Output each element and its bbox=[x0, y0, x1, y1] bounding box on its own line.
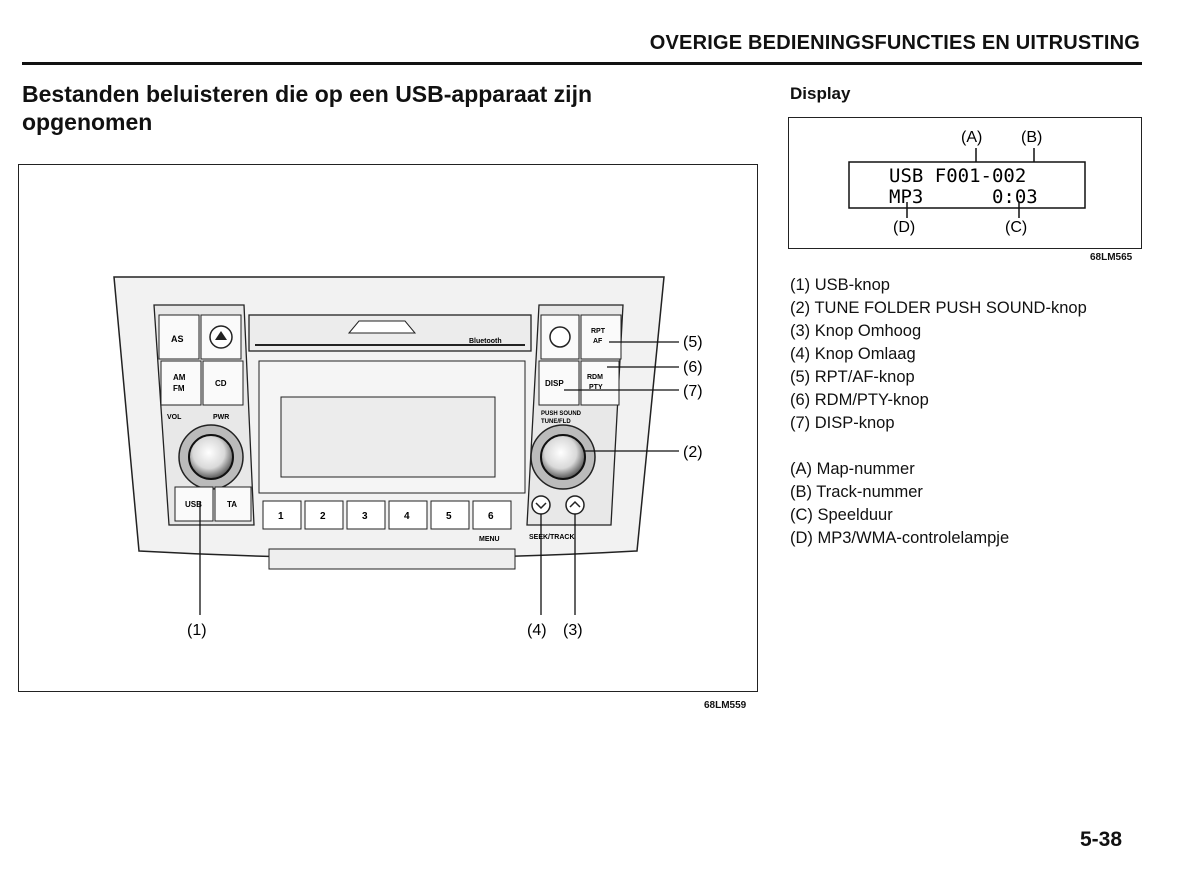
callout-6: (6) bbox=[683, 359, 703, 376]
page-number: 5-38 bbox=[1080, 828, 1123, 851]
callout-3: (3) bbox=[563, 622, 583, 639]
seek-track-label: SEEK/TRACK bbox=[529, 534, 575, 541]
as-button bbox=[158, 314, 200, 360]
callout-4: (4) bbox=[527, 622, 547, 639]
am-fm-button bbox=[160, 360, 202, 406]
page-title-line-1: Bestanden beluisteren die op een USB-app… bbox=[22, 81, 593, 107]
bluetooth-label: Bluetooth bbox=[469, 338, 502, 345]
legend-item: (3) Knop Omhoog bbox=[790, 322, 922, 340]
legend-item: (4) Knop Omlaag bbox=[790, 345, 916, 363]
preset-label-3: 3 bbox=[362, 511, 368, 522]
callout-7: (7) bbox=[683, 383, 703, 400]
preset-button-3 bbox=[346, 500, 386, 530]
ta-label: TA bbox=[227, 500, 237, 509]
pty-label: PTY bbox=[589, 384, 603, 391]
lcd-line-1: USB F001-002 bbox=[889, 165, 1026, 187]
preset-button-4 bbox=[388, 500, 428, 530]
volume-knob bbox=[188, 434, 234, 480]
header-rule bbox=[22, 62, 1142, 65]
display-figure: (A) (B) USB F001-002 MP3 0:03 (D) (C) bbox=[788, 117, 1142, 249]
callout-a: (A) bbox=[961, 129, 982, 146]
section-header: OVERIGE BEDIENINGSFUNCTIES EN UITRUSTING bbox=[649, 32, 1140, 54]
lettered-legend: (A) Map-nummer (B) Track-nummer (C) Spee… bbox=[790, 458, 1170, 550]
legend-item: (7) DISP-knop bbox=[790, 414, 895, 432]
seek-up-button bbox=[565, 495, 585, 515]
preset-button-6 bbox=[472, 500, 512, 530]
radio-figure: AS AM FM CD VOL PWR USB TA Bluetooth 1 2… bbox=[18, 164, 758, 692]
callout-c: (C) bbox=[1005, 219, 1027, 236]
display-diagram: (A) (B) USB F001-002 MP3 0:03 (D) (C) bbox=[848, 129, 1086, 236]
lcd-line-2: MP3 0:03 bbox=[889, 186, 1038, 208]
chevron-down-icon bbox=[535, 502, 547, 510]
preset-label-1: 1 bbox=[278, 511, 284, 522]
disp-label: DISP bbox=[545, 379, 564, 388]
preset-button-2 bbox=[304, 500, 344, 530]
legend-item: (B) Track-nummer bbox=[790, 483, 923, 501]
cd-slot-tab bbox=[347, 320, 417, 334]
usb-label: USB bbox=[185, 500, 202, 509]
fm-label: FM bbox=[173, 384, 185, 393]
legend-item: (D) MP3/WMA-controlelampje bbox=[790, 529, 1010, 547]
legend-item: (A) Map-nummer bbox=[790, 460, 915, 478]
tune-knob bbox=[540, 434, 586, 480]
lower-strip bbox=[268, 548, 516, 570]
callout-b: (B) bbox=[1021, 129, 1042, 146]
legend-item: (2) TUNE FOLDER PUSH SOUND-knop bbox=[790, 299, 1087, 317]
preset-label-2: 2 bbox=[320, 511, 326, 522]
preset-button-5 bbox=[430, 500, 470, 530]
chevron-up-icon bbox=[569, 500, 581, 508]
pwr-label: PWR bbox=[213, 414, 229, 421]
radio-screen bbox=[280, 396, 496, 478]
preset-buttons: 1 2 3 4 5 6 bbox=[262, 500, 512, 530]
menu-label: MENU bbox=[479, 536, 500, 543]
af-label: AF bbox=[593, 338, 603, 345]
rpt-af-button bbox=[580, 314, 622, 360]
callout-2: (2) bbox=[683, 444, 703, 461]
page-title-line-2: opgenomen bbox=[22, 109, 153, 135]
legend-item: (6) RDM/PTY-knop bbox=[790, 391, 929, 409]
seek-down-button bbox=[531, 495, 551, 515]
ta-button bbox=[214, 486, 252, 522]
display-figure-code: 68LM565 bbox=[1090, 252, 1133, 263]
legend-item: (1) USB-knop bbox=[790, 276, 890, 294]
callout-5: (5) bbox=[683, 334, 703, 351]
rpt-label: RPT bbox=[591, 328, 606, 335]
radio-diagram: AS AM FM CD VOL PWR USB TA Bluetooth 1 2… bbox=[113, 276, 703, 639]
vol-label: VOL bbox=[167, 414, 182, 421]
radio-figure-code: 68LM559 bbox=[704, 700, 747, 711]
rdm-label: RDM bbox=[587, 374, 603, 381]
cd-label: CD bbox=[215, 379, 227, 388]
tune-fld-label: TUNE/FLD bbox=[541, 419, 571, 425]
preset-button-1 bbox=[262, 500, 302, 530]
callout-1: (1) bbox=[187, 622, 207, 639]
push-sound-label: PUSH SOUND bbox=[541, 411, 582, 417]
disp-button bbox=[538, 360, 580, 406]
lcd-screen bbox=[848, 161, 1086, 209]
as-label: AS bbox=[171, 334, 184, 344]
usb-button bbox=[174, 486, 214, 522]
favorite-icon bbox=[549, 326, 571, 348]
legend-item: (C) Speelduur bbox=[790, 506, 893, 524]
am-label: AM bbox=[173, 373, 186, 382]
preset-label-4: 4 bbox=[404, 511, 410, 522]
preset-label-6: 6 bbox=[488, 511, 494, 522]
rdm-pty-button bbox=[580, 360, 620, 406]
display-heading: Display bbox=[790, 84, 851, 103]
eject-triangle bbox=[215, 331, 227, 340]
numbered-legend: (1) USB-knop (2) TUNE FOLDER PUSH SOUND-… bbox=[790, 274, 1170, 435]
legend-item: (5) RPT/AF-knop bbox=[790, 368, 915, 386]
page-title: Bestanden beluisteren die op een USB-app… bbox=[22, 80, 722, 136]
callout-d: (D) bbox=[893, 219, 915, 236]
cd-button bbox=[202, 360, 244, 406]
preset-label-5: 5 bbox=[446, 511, 452, 522]
